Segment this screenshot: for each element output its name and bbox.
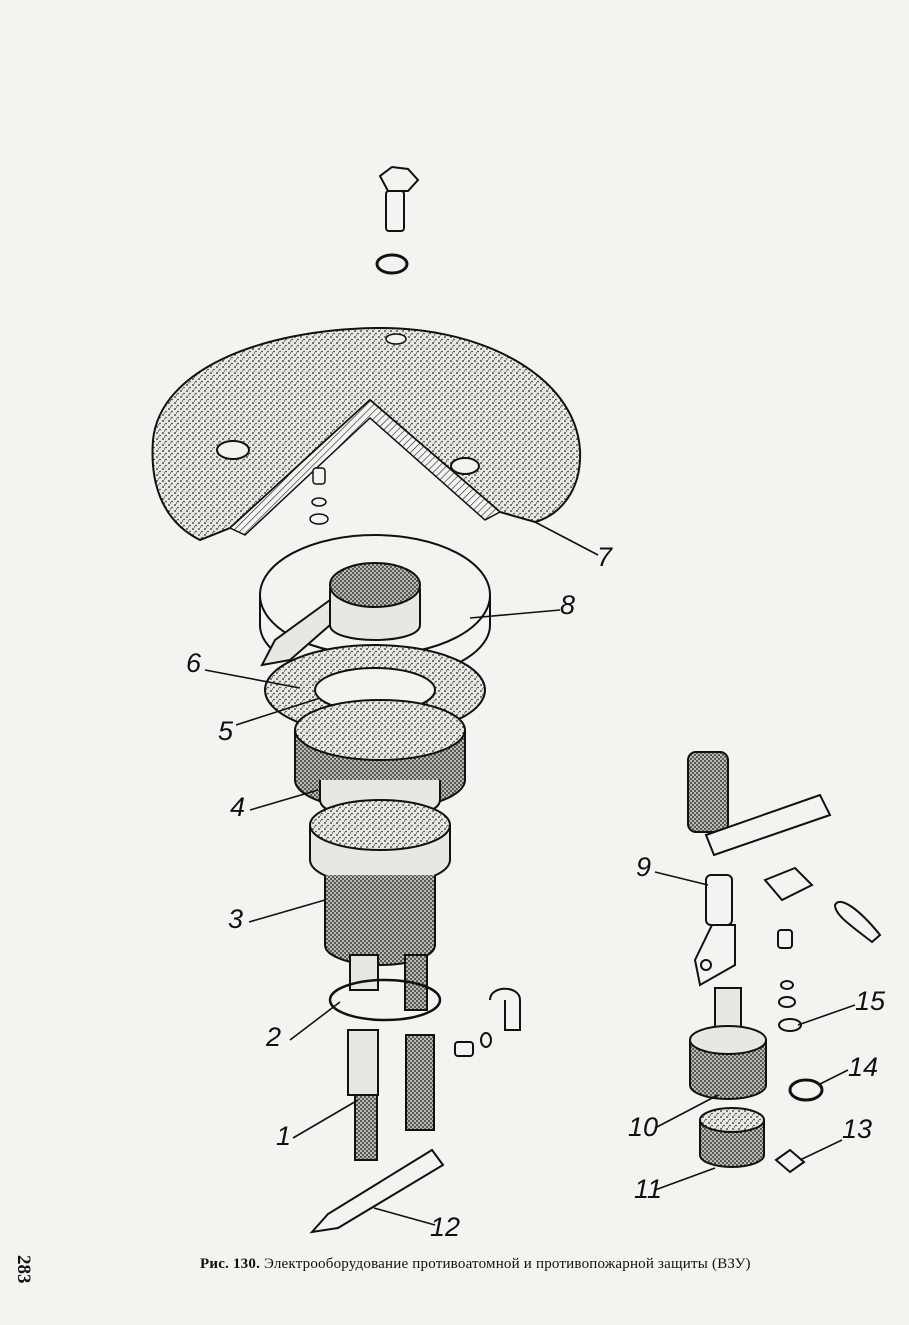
callout-2: 2 bbox=[265, 1022, 281, 1052]
cover-dome bbox=[151, 326, 582, 542]
callout-9: 9 bbox=[636, 852, 651, 882]
callout-14: 14 bbox=[848, 1052, 878, 1082]
small-clip bbox=[774, 1148, 806, 1174]
plug-body bbox=[689, 987, 767, 1100]
caption-prefix: Рис. 130. bbox=[200, 1256, 261, 1272]
callout-8: 8 bbox=[560, 590, 575, 620]
o-ring bbox=[328, 978, 442, 1022]
caption-text: Электрооборудование противоатомной и про… bbox=[263, 1256, 751, 1272]
callout-6: 6 bbox=[186, 648, 202, 678]
callout-15: 15 bbox=[855, 986, 886, 1016]
shield-ring bbox=[259, 534, 491, 681]
housing bbox=[309, 799, 451, 1011]
callout-3: 3 bbox=[228, 904, 243, 934]
figure-caption: Рис. 130. Электрооборудование противоато… bbox=[200, 1256, 751, 1273]
page-number: 283 bbox=[13, 1255, 34, 1284]
leader-lines bbox=[204, 521, 856, 1226]
small-screw bbox=[309, 467, 329, 525]
callout-13: 13 bbox=[842, 1114, 872, 1144]
spring-clip bbox=[763, 866, 882, 1032]
threaded-sleeve bbox=[347, 1029, 379, 1161]
callout-7: 7 bbox=[597, 542, 613, 572]
callout-12: 12 bbox=[430, 1212, 460, 1242]
plug-nut bbox=[699, 1107, 765, 1168]
right-ring bbox=[788, 1078, 824, 1102]
rubber-tube bbox=[405, 1034, 435, 1131]
right-strip bbox=[704, 793, 832, 857]
binding-strip bbox=[309, 1148, 445, 1234]
terminal-connector bbox=[693, 874, 736, 987]
top-washer bbox=[375, 253, 409, 275]
clamp bbox=[454, 987, 521, 1057]
callout-4: 4 bbox=[230, 792, 245, 822]
right-tube bbox=[687, 751, 729, 833]
callout-5: 5 bbox=[218, 716, 234, 746]
top-bolt bbox=[378, 165, 420, 232]
callout-11: 11 bbox=[634, 1174, 662, 1204]
callout-10: 10 bbox=[628, 1112, 658, 1142]
callout-1: 1 bbox=[276, 1121, 291, 1151]
